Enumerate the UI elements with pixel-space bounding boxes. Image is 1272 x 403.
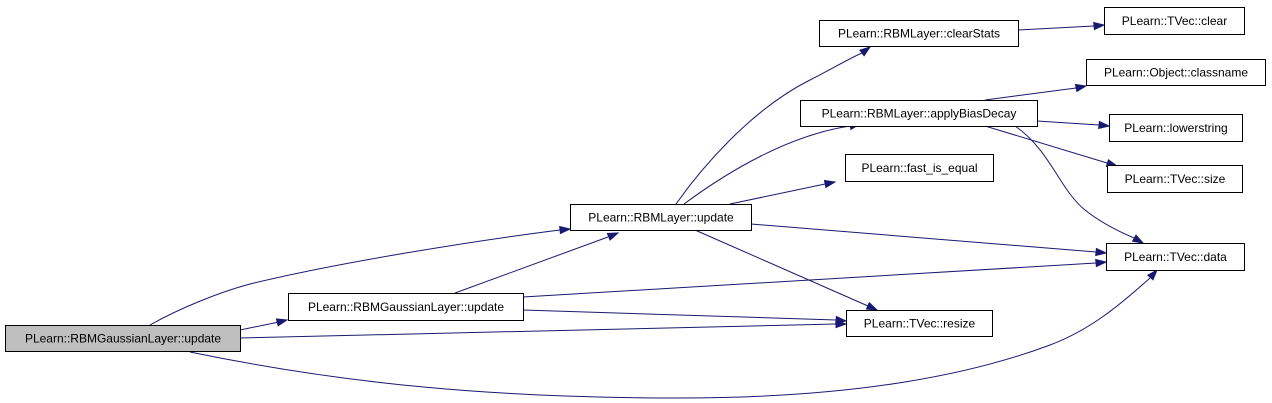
arrowhead: [1131, 234, 1145, 244]
node-tvec_size[interactable]: PLearn::TVec::size: [1107, 165, 1243, 193]
node-box[interactable]: [570, 204, 752, 231]
node-label: PLearn::TVec::size: [1125, 172, 1226, 186]
edge-rbm_update-to-fast_is_equal: [729, 179, 837, 205]
node-tvec_data[interactable]: PLearn::TVec::data: [1106, 243, 1245, 271]
node-root[interactable]: PLearn::RBMGaussianLayer::update: [5, 325, 241, 352]
node-tvec_resize[interactable]: PLearn::TVec::resize: [846, 310, 993, 337]
arrowhead: [1093, 21, 1106, 31]
node-label: PLearn::RBMGaussianLayer::update: [25, 332, 221, 346]
arrowhead: [1074, 83, 1088, 93]
node-label: PLearn::Object::classname: [1104, 66, 1248, 80]
edge-line: [239, 321, 280, 331]
node-box[interactable]: [1104, 7, 1245, 35]
edge-line: [1036, 120, 1100, 126]
edge-gauss_update-to-tvec_data: [522, 258, 1108, 298]
node-box[interactable]: [288, 293, 524, 321]
arrowhead: [1146, 268, 1159, 281]
node-label: PLearn::RBMLayer::clearStats: [838, 27, 1000, 41]
arrowhead: [559, 225, 572, 235]
edge-line: [454, 236, 609, 294]
node-box[interactable]: [845, 154, 994, 182]
node-tvec_clear[interactable]: PLearn::TVec::clear: [1104, 7, 1245, 35]
node-label: PLearn::TVec::clear: [1122, 14, 1227, 28]
arrowhead: [606, 232, 620, 241]
edge-line: [694, 229, 869, 307]
edge-line: [1014, 125, 1135, 239]
node-applyBiasDecay[interactable]: PLearn::RBMLayer::applyBiasDecay: [800, 100, 1038, 127]
arrowhead: [835, 315, 848, 325]
edge-gauss_update-to-rbm_update: [454, 232, 620, 294]
node-object_classname[interactable]: PLearn::Object::classname: [1086, 59, 1266, 86]
arrowhead: [823, 179, 837, 189]
edge-line: [750, 223, 1097, 253]
node-label: PLearn::TVec::data: [1124, 250, 1227, 264]
edge-line: [149, 229, 561, 326]
node-box[interactable]: [819, 20, 1019, 47]
arrowhead: [865, 301, 879, 311]
edge-root-to-tvec_resize: [239, 319, 848, 339]
edge-line: [984, 87, 1077, 101]
node-label: PLearn::lowerstring: [1124, 121, 1227, 135]
node-rbm_update[interactable]: PLearn::RBMLayer::update: [570, 204, 752, 231]
nodes-layer: PLearn::RBMGaussianLayer::updatePLearn::…: [5, 7, 1266, 352]
edge-rbm_update-to-tvec_resize: [694, 229, 879, 311]
edge-line: [189, 277, 1151, 399]
arrowhead: [1095, 258, 1108, 268]
node-label: PLearn::RBMLayer::applyBiasDecay: [822, 107, 1017, 121]
node-gauss_update[interactable]: PLearn::RBMGaussianLayer::update: [288, 293, 524, 321]
arrowhead: [859, 46, 872, 57]
node-lowerstring[interactable]: PLearn::lowerstring: [1109, 114, 1243, 142]
node-label: PLearn::TVec::resize: [864, 317, 976, 331]
edge-root-to-gauss_update: [239, 318, 289, 331]
edge-line: [683, 125, 851, 205]
node-box[interactable]: [1109, 114, 1243, 142]
edge-line: [239, 323, 837, 339]
arrowhead: [1095, 247, 1108, 257]
edge-clearStats-to-tvec_clear: [1017, 21, 1106, 31]
edge-line: [1017, 25, 1095, 31]
node-fast_is_equal[interactable]: PLearn::fast_is_equal: [845, 154, 994, 182]
node-box[interactable]: [1107, 165, 1243, 193]
edge-rbm_update-to-tvec_data: [750, 223, 1108, 257]
arrowhead: [275, 318, 289, 327]
edge-root-to-tvec_data: [189, 268, 1159, 399]
edge-root-to-rbm_update: [149, 225, 572, 326]
edge-line: [675, 52, 863, 205]
edge-applyBiasDecay-to-lowerstring: [1036, 120, 1111, 130]
edge-gauss_update-to-tvec_resize: [522, 309, 848, 325]
edges-layer: [149, 21, 1159, 399]
edge-line: [522, 309, 837, 321]
node-box[interactable]: [800, 100, 1038, 127]
edge-applyBiasDecay-to-tvec_size: [984, 125, 1119, 168]
node-label: PLearn::RBMLayer::update: [588, 211, 734, 225]
edge-applyBiasDecay-to-tvec_data: [1014, 125, 1145, 244]
node-clearStats[interactable]: PLearn::RBMLayer::clearStats: [819, 20, 1019, 47]
edge-rbm_update-to-applyBiasDecay: [683, 121, 862, 205]
node-box[interactable]: [1106, 243, 1245, 271]
node-box[interactable]: [5, 325, 241, 352]
arrowhead: [1098, 120, 1111, 130]
node-box[interactable]: [846, 310, 993, 337]
node-label: PLearn::fast_is_equal: [861, 161, 977, 175]
edge-applyBiasDecay-to-object_classname: [984, 83, 1088, 101]
edge-line: [729, 183, 826, 205]
edge-line: [984, 125, 1108, 164]
node-box[interactable]: [1086, 59, 1266, 86]
edge-rbm_update-to-clearStats: [675, 46, 872, 205]
node-label: PLearn::RBMGaussianLayer::update: [308, 300, 504, 314]
